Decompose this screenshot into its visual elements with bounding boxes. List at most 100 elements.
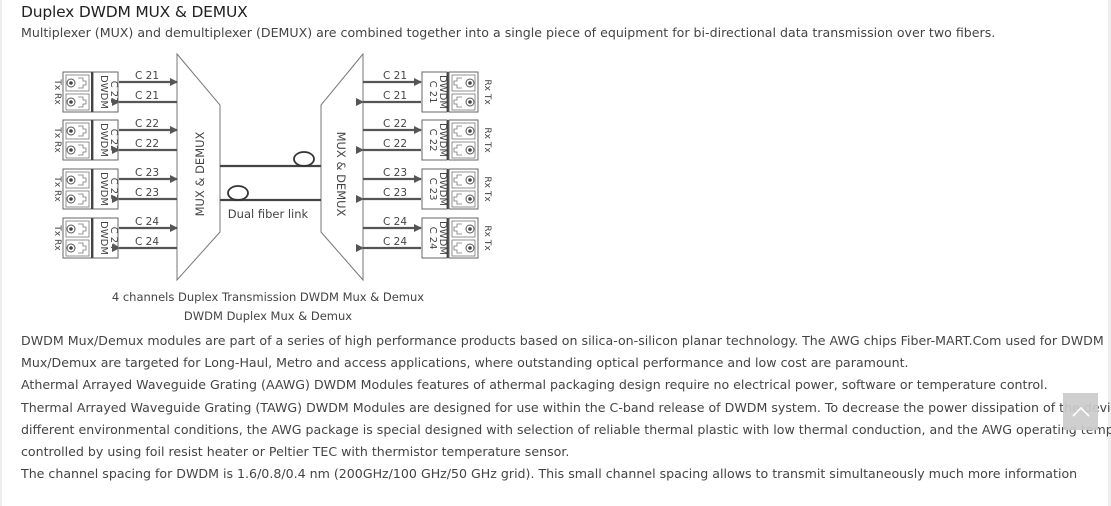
left-dwdm-module-label: DWDM bbox=[98, 172, 109, 206]
ferrule-core-icon bbox=[468, 148, 472, 152]
left-port-label: Tx Rx bbox=[52, 126, 62, 153]
body-paragraph: Athermal Arrayed Waveguide Grating (AAWG… bbox=[21, 377, 1048, 393]
right-dwdm-module bbox=[421, 168, 448, 210]
ferrule-core-icon bbox=[468, 81, 472, 85]
right-dwdm-module bbox=[421, 119, 448, 161]
left-duplex-connector-icon bbox=[62, 119, 93, 161]
connector-latch bbox=[78, 144, 87, 156]
fiber-link-label: Dual fiber link bbox=[228, 207, 309, 221]
ferrule-core-icon bbox=[69, 227, 73, 231]
left-tx-channel-label: C 22 bbox=[135, 118, 159, 130]
section-intro: Multiplexer (MUX) and demultiplexer (DEM… bbox=[21, 25, 996, 40]
right-dwdm-module bbox=[421, 71, 448, 113]
right-mux-shape bbox=[320, 52, 364, 282]
right-in-channel-label: C 21 bbox=[383, 90, 407, 102]
fiber-loop-lower-icon bbox=[227, 185, 249, 201]
right-dwdm-module-channel: C 23 bbox=[427, 178, 438, 201]
right-out-channel-label: C 24 bbox=[383, 216, 407, 228]
dwdm-diagram: MUX & DEMUX MUX & DEMUX Dual fiber link … bbox=[52, 52, 492, 282]
ferrule-core-icon bbox=[468, 100, 472, 104]
right-dwdm-module-channel: C 24 bbox=[427, 227, 438, 250]
connector-latch bbox=[78, 77, 87, 89]
body-paragraph: different environmental conditions, the … bbox=[21, 421, 1111, 437]
left-port-label: Tx Rx bbox=[52, 175, 62, 202]
page-scrollbar-track[interactable] bbox=[1108, 0, 1111, 506]
left-dwdm-module-channel: C 21 bbox=[108, 81, 119, 104]
right-port-label: Rx Tx bbox=[482, 127, 492, 153]
right-out-channel-label: C 23 bbox=[383, 167, 407, 179]
left-dwdm-module-channel: C 24 bbox=[108, 227, 119, 250]
left-mux-shape bbox=[176, 52, 221, 282]
right-dwdm-module-label: DWDM bbox=[437, 75, 448, 109]
ferrule-core-icon bbox=[468, 178, 472, 182]
connector-latch bbox=[453, 144, 462, 156]
connector-latch bbox=[78, 223, 87, 235]
scroll-to-top-button[interactable] bbox=[1063, 393, 1098, 430]
left-rx-channel-label: C 24 bbox=[135, 236, 159, 248]
right-port-label: Rx Tx bbox=[482, 176, 492, 202]
body-text: DWDM Mux/Demux modules are part of a ser… bbox=[21, 330, 1111, 485]
left-dwdm-module-label: DWDM bbox=[98, 123, 109, 157]
left-tx-channel-label: C 24 bbox=[135, 216, 159, 228]
connector-latch bbox=[78, 125, 87, 137]
left-dwdm-module-channel: C 22 bbox=[108, 129, 119, 152]
section-title: Duplex DWDM MUX & DEMUX bbox=[21, 3, 248, 21]
left-duplex-connector-icon bbox=[62, 217, 93, 259]
left-duplex-connector-icon bbox=[62, 168, 93, 210]
left-duplex-connector-icon bbox=[62, 71, 93, 113]
connector-latch bbox=[453, 242, 462, 254]
fiber-loop-upper-icon bbox=[293, 151, 315, 167]
right-dwdm-module-label: DWDM bbox=[437, 221, 448, 255]
left-dwdm-module-label: DWDM bbox=[98, 221, 109, 255]
body-paragraph: The channel spacing for DWDM is 1.6/0.8/… bbox=[21, 466, 1078, 482]
right-duplex-connector-icon bbox=[448, 217, 479, 259]
left-tx-channel-label: C 21 bbox=[135, 70, 159, 82]
right-dwdm-module-channel: C 22 bbox=[427, 129, 438, 152]
ferrule-core-icon bbox=[69, 129, 73, 133]
ferrule-core-icon bbox=[69, 100, 73, 104]
right-dwdm-module-channel: C 21 bbox=[427, 81, 438, 104]
right-in-channel-label: C 24 bbox=[383, 236, 407, 248]
connector-latch bbox=[78, 96, 87, 108]
right-dwdm-module-label: DWDM bbox=[437, 123, 448, 157]
ferrule-core-icon bbox=[69, 81, 73, 85]
right-duplex-connector-icon bbox=[448, 119, 479, 161]
left-tx-channel-label: C 23 bbox=[135, 167, 159, 179]
right-mux-demux-unit: MUX & DEMUX bbox=[320, 52, 364, 282]
diagram-caption: 4 channels Duplex Transmission DWDM Mux … bbox=[111, 290, 425, 304]
diagram-subcaption: DWDM Duplex Mux & Demux bbox=[183, 309, 353, 323]
left-dwdm-module-channel: C 23 bbox=[108, 178, 119, 201]
ferrule-core-icon bbox=[69, 197, 73, 201]
ferrule-core-icon bbox=[468, 129, 472, 133]
right-in-channel-label: C 23 bbox=[383, 187, 407, 199]
right-port-label: Rx Tx bbox=[482, 225, 492, 251]
connector-latch bbox=[453, 125, 462, 137]
right-duplex-connector-icon bbox=[448, 168, 479, 210]
dual-fiber-link: Dual fiber link bbox=[220, 151, 321, 221]
left-mux-demux-unit: MUX & DEMUX bbox=[176, 52, 221, 282]
page-left-border bbox=[0, 0, 2, 506]
right-out-channel-label: C 21 bbox=[383, 70, 407, 82]
left-port-label: Tx Rx bbox=[52, 78, 62, 105]
connector-latch bbox=[453, 96, 462, 108]
chevron-up-icon bbox=[1071, 406, 1090, 417]
right-in-channel-label: C 22 bbox=[383, 138, 407, 150]
ferrule-core-icon bbox=[69, 148, 73, 152]
ferrule-core-icon bbox=[69, 178, 73, 182]
connector-latch bbox=[453, 77, 462, 89]
connector-latch bbox=[78, 174, 87, 186]
left-rx-channel-label: C 23 bbox=[135, 187, 159, 199]
body-paragraph: Thermal Arrayed Waveguide Grating (TAWG)… bbox=[21, 399, 1111, 415]
body-paragraph: Mux/Demux are targeted for Long-Haul, Me… bbox=[21, 355, 909, 371]
right-port-label: Rx Tx bbox=[482, 79, 492, 105]
left-mux-label: MUX & DEMUX bbox=[193, 131, 207, 216]
body-paragraph: controlled by using foil resist heater o… bbox=[21, 444, 570, 460]
right-dwdm-module-label: DWDM bbox=[437, 172, 448, 206]
connector-latch bbox=[453, 193, 462, 205]
connector-latch bbox=[453, 174, 462, 186]
